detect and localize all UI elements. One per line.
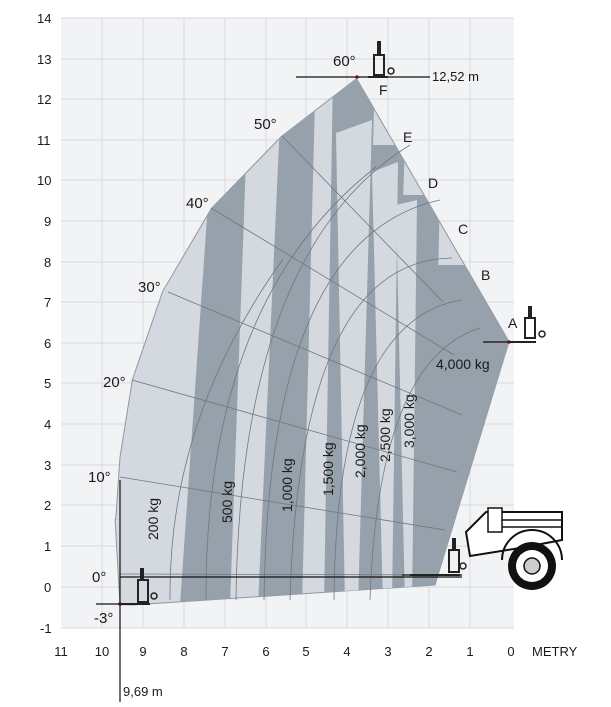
y-tick-label: 14 — [37, 11, 51, 26]
x-axis-unit-label: METRY — [532, 644, 578, 659]
y-tick-label: -1 — [40, 621, 52, 636]
angle-labels: 60° 50° 40° 30° 20° 10° 0° -3° — [88, 53, 356, 627]
angle-label-50: 50° — [254, 116, 277, 133]
light-cut-1 — [336, 120, 372, 605]
angle-label-0: 0° — [92, 569, 106, 586]
max-reach-annotation: 9,69 m — [123, 684, 163, 699]
x-tick-label: 2 — [425, 644, 432, 659]
x-tick-label: 3 — [384, 644, 391, 659]
x-tick-label: 0 — [507, 644, 514, 659]
y-tick-label: 7 — [44, 295, 51, 310]
y-tick-label: 3 — [44, 458, 51, 473]
y-axis-ticks: 14 13 12 11 10 9 8 7 6 5 4 3 2 1 0 -1 — [37, 11, 52, 636]
extension-label-a: A — [508, 315, 518, 331]
telehandler-icon — [464, 507, 563, 590]
y-tick-label: 6 — [44, 336, 51, 351]
load-label-2500: 2,500 kg — [377, 408, 393, 462]
y-tick-label: 9 — [44, 214, 51, 229]
y-tick-label: 11 — [37, 133, 51, 148]
load-label-1000: 1,000 kg — [279, 458, 295, 512]
x-tick-label: 4 — [343, 644, 350, 659]
angle-label-30: 30° — [138, 279, 161, 296]
y-tick-label: 2 — [44, 498, 51, 513]
fork-icon-bottom — [120, 568, 158, 605]
x-tick-label: 10 — [95, 644, 109, 659]
x-tick-label: 7 — [221, 644, 228, 659]
x-tick-label: 9 — [139, 644, 146, 659]
angle-label-10: 10° — [88, 469, 111, 486]
angle-label-60: 60° — [333, 53, 356, 70]
y-tick-label: 0 — [44, 580, 51, 595]
angle-label-minus3: -3° — [94, 610, 113, 627]
extension-label-c: C — [458, 221, 468, 237]
load-band-1500 — [258, 100, 315, 605]
x-tick-label: 8 — [180, 644, 187, 659]
y-tick-label: 1 — [44, 539, 51, 554]
fork-icon-a — [508, 306, 546, 343]
extension-arcs — [169, 144, 481, 601]
extension-label-b: B — [481, 267, 490, 283]
y-tick-label: 12 — [37, 92, 51, 107]
y-tick-label: 8 — [44, 255, 51, 270]
x-tick-label: 11 — [54, 644, 68, 659]
load-label-500: 500 kg — [219, 481, 235, 523]
light-cut-3 — [396, 200, 417, 605]
light-cut-2 — [372, 162, 398, 605]
load-label-4000: 4,000 kg — [436, 356, 490, 372]
load-label-3000: 3,000 kg — [401, 394, 417, 448]
angle-lines — [119, 135, 463, 576]
x-tick-label: 1 — [466, 644, 473, 659]
angle-label-20: 20° — [103, 374, 126, 391]
x-tick-label: 6 — [262, 644, 269, 659]
angle-label-40: 40° — [186, 195, 209, 212]
y-tick-label: 5 — [44, 376, 51, 391]
max-height-annotation: 12,52 m — [432, 69, 479, 84]
load-label-2000: 2,000 kg — [352, 424, 368, 478]
y-tick-label: 4 — [44, 417, 51, 432]
load-label-200: 200 kg — [145, 498, 161, 540]
extension-label-e: E — [403, 129, 412, 145]
fork-icon-top — [368, 41, 395, 78]
load-zone-labels: 4,000 kg 3,000 kg 2,500 kg 2,000 kg 1,50… — [145, 356, 490, 540]
extension-labels: A B C D E F — [379, 82, 518, 331]
y-tick-label: 13 — [37, 52, 51, 67]
extension-label-f: F — [379, 82, 388, 98]
y-tick-label: 10 — [37, 173, 51, 188]
load-bands — [180, 78, 509, 605]
x-axis-ticks: 11 10 9 8 7 6 5 4 3 2 1 0 — [54, 644, 514, 659]
load-label-1500: 1,500 kg — [320, 442, 336, 496]
x-tick-label: 5 — [302, 644, 309, 659]
extension-label-d: D — [428, 175, 438, 191]
fork-icon-machine — [410, 538, 467, 576]
